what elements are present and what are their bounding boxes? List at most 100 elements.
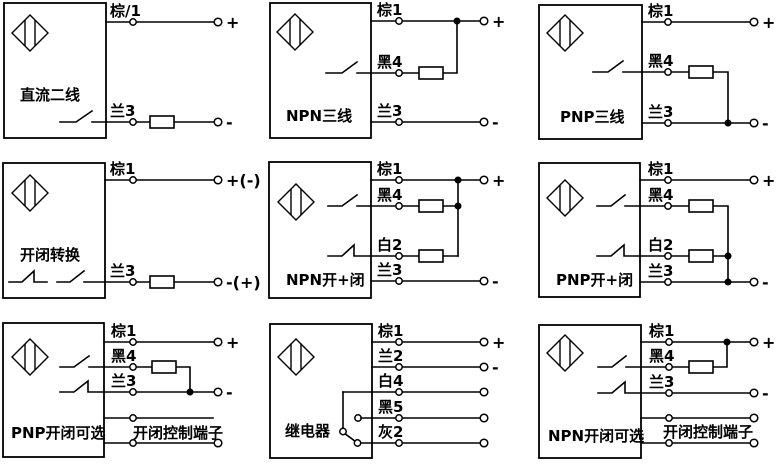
- load-resistor-symbol: [418, 66, 444, 80]
- terminal-circle: [213, 175, 223, 185]
- terminal-circle: [749, 413, 759, 423]
- wire-black-4: 黑4: [639, 186, 729, 283]
- wire-label: 棕1: [648, 160, 673, 178]
- wire-node: [395, 363, 403, 371]
- terminal-circle: [213, 277, 223, 287]
- wire-blue-3: 兰3 -: [640, 373, 769, 403]
- sensor-box: [2, 322, 105, 458]
- terminal-circle: [479, 438, 489, 448]
- wire-blue-3: 兰3 -: [370, 261, 499, 291]
- sensor-box: [538, 324, 642, 459]
- wire-blue-3: 兰3 -: [639, 262, 769, 292]
- wire-label: 棕1: [111, 322, 136, 340]
- terminal-plus: +: [492, 171, 505, 190]
- proximity-sensor-diamond-icon: [11, 174, 49, 212]
- wire-label: 兰3: [111, 372, 136, 390]
- wire-white-2: 白2: [370, 236, 459, 263]
- wire-label: 黑4: [111, 347, 136, 365]
- wire-node: [395, 439, 403, 447]
- wire-label: 棕1: [649, 322, 674, 340]
- load-resistor-symbol: [149, 115, 175, 129]
- sensor-box: [538, 162, 641, 298]
- cell-title: PNP开+闭: [556, 271, 633, 289]
- junction-dot: [454, 202, 462, 210]
- wire-brown-1: 棕1 +(-): [104, 160, 261, 190]
- cell-title: 开闭转换: [20, 246, 81, 264]
- cell-pnp-three-wire: 棕1 + 黑4 兰3 - PNP三线: [538, 2, 775, 140]
- wire-label: 黑4: [648, 52, 673, 70]
- wire-label: 棕1: [378, 322, 403, 340]
- wire-label: 棕1: [377, 160, 402, 178]
- sensor-box: [3, 2, 107, 139]
- wire-node: [665, 363, 673, 371]
- sensor-box: [2, 162, 106, 299]
- normally-open-switch-icon: [56, 269, 106, 283]
- sensor-box: [268, 161, 372, 299]
- terminal-plus: +: [226, 13, 239, 32]
- wire-label: 黑4: [377, 186, 402, 204]
- terminal-circle: [749, 277, 759, 287]
- load-resistor-symbol: [688, 249, 714, 263]
- normally-closed-switch-icon: [59, 379, 105, 393]
- terminal-circle: [479, 16, 489, 26]
- normally-closed-switch-icon: [8, 269, 48, 283]
- wire-node: [664, 68, 672, 76]
- wire-label: 黑5: [378, 398, 403, 416]
- cell-pnp-no-plus-nc: 棕1 + 黑4 白2 兰3 - PNP开+闭: [538, 160, 775, 298]
- wire-brown-1: 棕1 +: [103, 322, 239, 352]
- wire-white-4: 白4: [342, 372, 489, 397]
- wire-blue-3: 兰3 -: [370, 102, 499, 132]
- wire-black-4: 黑4: [640, 341, 728, 374]
- wire-label: 灰2: [378, 423, 403, 441]
- wire-node: [664, 202, 672, 210]
- wire-node: [129, 388, 137, 396]
- terminal-circle: [213, 438, 223, 448]
- wire-brown-1: 棕1 +: [641, 2, 775, 32]
- normally-open-switch-icon: [59, 354, 105, 368]
- wire-black-4: 黑4: [641, 52, 729, 124]
- relay-contact-node: [353, 439, 362, 447]
- wire-node: [395, 202, 403, 210]
- wire-node: [129, 18, 137, 26]
- normally-closed-switch-icon: [596, 243, 641, 257]
- wire-brown-1: 棕1 +: [639, 160, 775, 190]
- terminal-plus: +: [762, 13, 775, 32]
- terminal-circle: [749, 337, 759, 347]
- normally-open-switch-icon: [327, 193, 372, 207]
- wire-label: 兰3: [648, 103, 673, 121]
- proximity-sensor-diamond-icon: [546, 179, 584, 217]
- wire-label: 兰3: [377, 102, 402, 120]
- wire-black-4: 黑4: [370, 179, 462, 257]
- normally-closed-switch-icon: [327, 243, 372, 257]
- wire-node: [395, 69, 403, 77]
- wire-blue-3: 兰3 -: [103, 372, 233, 402]
- cell-title: NPN开+闭: [286, 271, 365, 289]
- wire-node: [664, 119, 672, 127]
- normally-closed-switch-icon: [597, 380, 642, 394]
- wire-blue-2: 兰2 -: [371, 347, 499, 377]
- control-terminal-label: 开闭控制端子: [663, 423, 753, 441]
- terminal-circle: [479, 117, 489, 127]
- wire-node: [129, 338, 137, 346]
- wire-label: 兰3: [648, 262, 673, 280]
- terminal-plus: +: [762, 333, 775, 352]
- wire-node: [665, 439, 673, 447]
- terminal-circle: [749, 118, 759, 128]
- proximity-sensor-diamond-icon: [277, 183, 315, 221]
- wire-node: [664, 252, 672, 260]
- load-resistor-symbol: [688, 360, 714, 374]
- cell-npn-selectable: 棕1 + 黑4 兰3 - NPN开闭可选 开闭控制端子: [538, 322, 775, 459]
- proximity-sensor-diamond-icon: [276, 13, 314, 51]
- cell-no-nc-changeover: 棕1 +(-) 兰3 -(+) 开闭转换: [2, 160, 261, 299]
- terminal-circle: [213, 117, 223, 127]
- junction-dot: [724, 119, 732, 127]
- load-resistor-symbol: [688, 199, 714, 213]
- terminal-circle: [479, 362, 489, 372]
- terminal-circle: [479, 175, 489, 185]
- control-line-1: [103, 414, 214, 422]
- terminal-circle: [479, 413, 489, 423]
- cell-title: 直流二线: [20, 86, 80, 104]
- wire-label: 白4: [378, 372, 403, 390]
- control-line-2: [103, 438, 223, 448]
